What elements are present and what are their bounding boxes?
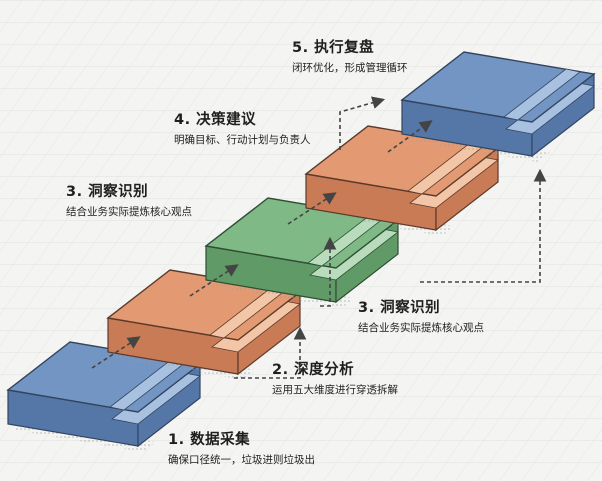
step-desc-5: 闭环优化，形成管理循环 [292,62,408,74]
block-top-face [400,51,596,123]
flow-arrow-1 [91,336,141,369]
step-title-3-repeat: 3. 洞察识别 [358,300,441,316]
step-label-2: 2. 深度分析 运用五大维度进行穿透拆解 [272,358,398,397]
step-label-5: 5. 执行复盘 闭环优化，形成管理循环 [292,36,408,75]
step-label-1: 1. 数据采集 确保口径统一，垃圾进则垃圾出 [168,428,315,467]
flow-arrow-4 [387,120,433,153]
block-top-stripe [503,68,581,121]
step-desc-3-repeat: 结合业务实际提炼核心观点 [358,322,484,334]
step-label-3: 3. 洞察识别 结合业务实际提炼核心观点 [66,180,192,219]
block-step-5 [400,51,596,162]
step-title-5: 5. 执行复盘 [292,40,375,56]
flow-arrow-2 [189,264,239,297]
flow-arrow-6 [320,236,337,307]
step-desc-1: 确保口径统一，垃圾进则垃圾出 [168,454,315,466]
step-desc-4: 明确目标、行动计划与负责人 [174,134,311,146]
step-label-3-repeat: 3. 洞察识别 结合业务实际提炼核心观点 [358,296,484,335]
block-step-1 [6,341,202,452]
step-desc-3: 结合业务实际提炼核心观点 [66,206,192,218]
step-title-4: 4. 决策建议 [174,112,257,128]
flow-arrow-7 [420,168,547,283]
block-step-3 [204,197,400,308]
flow-arrow-8 [339,96,386,150]
step-label-4: 4. 决策建议 明确目标、行动计划与负责人 [174,108,311,147]
step-title-1: 1. 数据采集 [168,432,251,448]
step-title-3: 3. 洞察识别 [66,184,149,200]
flow-arrow-3 [287,192,337,225]
step-desc-2: 运用五大维度进行穿透拆解 [272,384,398,396]
block-step-2 [106,269,302,380]
flow-arrow-5 [234,326,307,379]
step-title-2: 2. 深度分析 [272,362,355,378]
